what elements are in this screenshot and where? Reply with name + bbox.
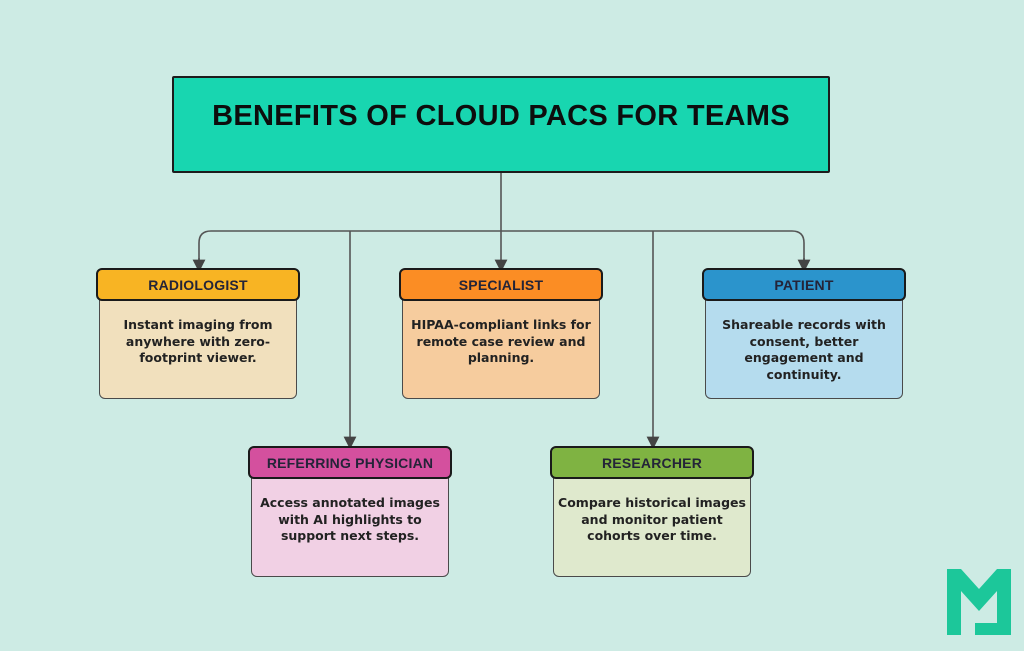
- card-description: Instant imaging from anywhere with zero-…: [123, 317, 273, 365]
- title-box: BENEFITS OF CLOUD PACS FOR TEAMS: [172, 76, 830, 173]
- card-header: RESEARCHER: [550, 446, 754, 479]
- page-title: BENEFITS OF CLOUD PACS FOR TEAMS: [212, 100, 790, 132]
- card-title: PATIENT: [774, 276, 834, 293]
- card-title: RESEARCHER: [601, 454, 702, 471]
- card-title: RADIOLOGIST: [148, 276, 248, 293]
- card-header: SPECIALIST: [399, 268, 603, 301]
- card-researcher: RESEARCHER Compare historical images and…: [550, 446, 754, 577]
- card-header: RADIOLOGIST: [96, 268, 300, 301]
- card-title: SPECIALIST: [458, 276, 544, 293]
- card-radiologist: RADIOLOGIST Instant imaging from anywher…: [96, 268, 300, 399]
- card-header: REFERRING PHYSICIAN: [248, 446, 452, 479]
- card-description: Shareable records with consent, better e…: [722, 317, 886, 382]
- card-specialist: SPECIALIST HIPAA-compliant links for rem…: [399, 268, 603, 399]
- card-description: Access annotated images with AI highligh…: [260, 495, 440, 543]
- card-referring-physician: REFERRING PHYSICIAN Access annotated ima…: [248, 446, 452, 577]
- card-description: HIPAA-compliant links for remote case re…: [411, 317, 591, 365]
- m-logo-icon: [947, 569, 1011, 635]
- card-description: Compare historical images and monitor pa…: [558, 495, 746, 543]
- card-title: REFERRING PHYSICIAN: [266, 454, 434, 471]
- card-header: PATIENT: [702, 268, 906, 301]
- card-patient: PATIENT Shareable records with consent, …: [702, 268, 906, 399]
